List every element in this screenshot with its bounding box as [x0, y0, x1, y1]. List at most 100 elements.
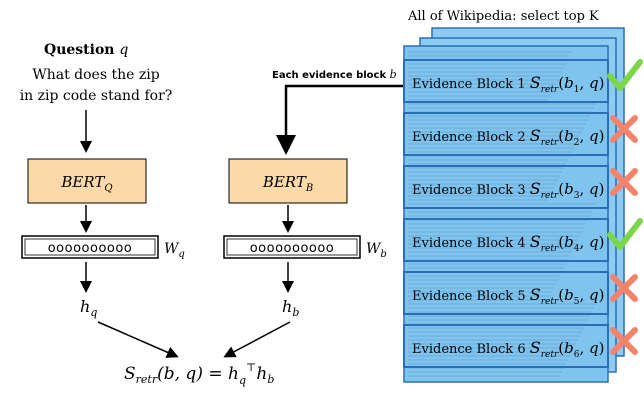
hidden-q-base: h — [80, 297, 90, 316]
evidence-block-var-sub: 4 — [574, 244, 580, 254]
evidence-block-var: b — [564, 233, 574, 251]
evidence-block-score-base: S — [530, 126, 541, 145]
evidence-block-var-sub: 1 — [574, 85, 580, 95]
question-heading: Question q — [44, 42, 128, 58]
vector-b-label: Wb — [366, 241, 387, 260]
arrow-hidden-q-to-score — [97, 321, 179, 358]
evidence-block-paren-close: ) — [599, 127, 605, 145]
evidence-block-title: Evidence Block 3 Sretr(b3, q) — [412, 179, 604, 201]
evidence-block-paren-close: ) — [599, 180, 605, 198]
evidence-block-label: Evidence Block 3 — [412, 183, 530, 198]
evidence-block-paren-open: ( — [558, 74, 564, 92]
score-lhs-base: S — [124, 364, 136, 384]
vector-q-inner — [24, 238, 156, 256]
evidence-block-score-base: S — [530, 232, 541, 251]
question-line-2: in zip code stand for? — [20, 88, 173, 104]
evidence-block: Evidence Block 6 Sretr(b6, q) — [403, 324, 638, 368]
evidence-block-title: Evidence Block 6 Sretr(b6, q) — [412, 338, 604, 360]
evidence-block-q: q — [589, 233, 599, 251]
evidence-block-var: b — [564, 127, 574, 145]
evidence-block-score-sub: retr — [541, 191, 559, 201]
evidence-block-q: q — [589, 286, 599, 304]
evidence-block-q: q — [589, 339, 599, 357]
vector-q-cells: oooooooooo — [48, 241, 133, 256]
hidden-b-base: h — [282, 297, 292, 316]
evidence-block-paren-close: ) — [599, 74, 605, 92]
evidence-block-frame — [403, 271, 609, 315]
evidence-block-paren-open: ( — [558, 286, 564, 304]
hidden-q-sub: q — [90, 306, 97, 319]
evidence-block-frame — [403, 165, 609, 209]
evidence-block-comma: , — [579, 286, 589, 304]
evidence-block-label: Evidence Block 5 — [412, 289, 530, 304]
evidence-block-paren-close: ) — [599, 233, 605, 251]
doc-page-front — [403, 45, 609, 383]
evidence-block-var: b — [564, 286, 574, 304]
question-heading-var: q — [119, 42, 128, 58]
evidence-block-score-base: S — [530, 338, 541, 357]
encoder-q-label: BERTQ — [60, 173, 112, 194]
evidence-block-frame — [403, 324, 609, 368]
evidence-block-var-sub: 5 — [574, 297, 580, 307]
evidence-block-comma: , — [579, 74, 589, 92]
evidence-block-q: q — [589, 74, 599, 92]
evidence-block-var-sub: 6 — [574, 350, 580, 360]
check-icon — [607, 218, 643, 250]
evidence-block-var-sub: 2 — [574, 138, 580, 148]
evidence-block-comma: , — [579, 233, 589, 251]
evidence-block-label: Evidence Block 2 — [412, 130, 530, 145]
score-rhs-tail: h — [256, 364, 267, 384]
encoder-q-base: BERT — [60, 173, 105, 191]
evidence-block-score-sub: retr — [541, 244, 559, 254]
evidence-block-paren-open: ( — [558, 339, 564, 357]
evidence-block-paren-open: ( — [558, 180, 564, 198]
evidence-block-title: Evidence Block 5 Sretr(b5, q) — [412, 285, 604, 307]
evidence-block-paren-open: ( — [558, 127, 564, 145]
encoder-b-base: BERT — [262, 173, 307, 191]
evidence-block-var-sub: 3 — [574, 191, 580, 201]
evidence-block-label-text: Each evidence block — [272, 70, 386, 81]
evidence-block-comma: , — [579, 339, 589, 357]
evidence-block-score-base: S — [530, 179, 541, 198]
check-icon — [607, 59, 643, 91]
encoder-q-box — [27, 158, 147, 204]
encoder-b-box — [228, 158, 348, 204]
vector-b-inner — [226, 238, 358, 256]
evidence-block: Evidence Block 5 Sretr(b5, q) — [403, 271, 638, 315]
evidence-blocks: Evidence Block 1 Sretr(b1, q) Evidence Bl… — [403, 59, 643, 368]
arrow-hidden-b-to-score — [223, 321, 291, 358]
evidence-block-score-base: S — [530, 285, 541, 304]
vector-q-box — [21, 235, 159, 259]
evidence-block-q: q — [589, 127, 599, 145]
evidence-block: Evidence Block 3 Sretr(b3, q) — [403, 165, 638, 209]
evidence-block-comma: , — [579, 127, 589, 145]
wikipedia-title: All of Wikipedia: select top K — [407, 9, 599, 24]
cross-icon — [610, 274, 638, 302]
vector-q-label-base: W — [164, 241, 180, 257]
evidence-block-score-sub: retr — [541, 350, 559, 360]
vector-q-label: Wq — [164, 241, 185, 260]
hidden-b-label: hb — [282, 297, 299, 319]
evidence-block-score-sub: retr — [541, 85, 559, 95]
evidence-block-frame — [403, 59, 609, 103]
evidence-block-label: Each evidence block b — [272, 68, 397, 81]
vector-q-label-sub: q — [178, 249, 184, 260]
evidence-block-title: Evidence Block 2 Sretr(b2, q) — [412, 126, 604, 148]
evidence-block-label: Evidence Block 4 — [412, 236, 530, 251]
cross-icon — [610, 327, 638, 355]
evidence-block: Evidence Block 4 Sretr(b4, q) — [403, 218, 643, 262]
evidence-block-comma: , — [579, 180, 589, 198]
cross-icon — [610, 115, 638, 143]
encoder-b-sub: B — [305, 183, 313, 194]
evidence-block-frame — [403, 112, 609, 156]
evidence-block-var: b — [564, 180, 574, 198]
score-lhs-sub: retr — [136, 373, 158, 386]
evidence-block-title: Evidence Block 1 Sretr(b1, q) — [412, 73, 604, 95]
evidence-block-frame — [403, 218, 609, 262]
score-rhs-sup: ⊤ — [246, 361, 256, 374]
score-formula: Sretr(b, q) = hq⊤hb — [124, 361, 274, 387]
evidence-block: Evidence Block 1 Sretr(b1, q) — [403, 59, 643, 103]
vector-b-cells: oooooooooo — [250, 241, 335, 256]
score-rhs-tail-sub: b — [267, 373, 274, 386]
